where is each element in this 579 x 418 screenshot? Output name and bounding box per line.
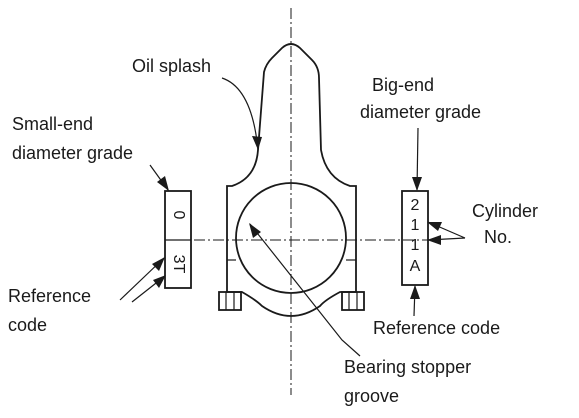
label-cylinder-line2: No.	[484, 227, 512, 247]
label-big-end-line2: diameter grade	[360, 102, 481, 122]
small-end-reference-code: 3T	[170, 255, 187, 274]
label-bearing-line2: groove	[344, 386, 399, 406]
left-bolt-nut	[218, 291, 242, 311]
arrow-oil-splash	[252, 136, 262, 150]
big-end-bore	[235, 182, 347, 294]
arrow-reference-left-2	[153, 275, 166, 288]
label-small-end-line2: diameter grade	[12, 143, 133, 163]
arrow-big-end	[412, 177, 422, 191]
big-end-char-4: A	[410, 258, 421, 275]
connecting-rod-outline	[226, 43, 357, 317]
big-end-marking-box: 2 1 1 A	[401, 190, 429, 286]
arrow-bearing-stopper	[249, 223, 261, 238]
label-reference-left-line2: code	[8, 315, 47, 335]
right-bolt-nut	[341, 291, 365, 311]
big-end-char-3: 1	[411, 237, 420, 254]
leader-bearing-stopper	[249, 223, 361, 357]
label-oil-splash: Oil splash	[132, 56, 211, 76]
arrow-small-end	[157, 176, 169, 191]
leader-oil-splash	[221, 77, 259, 151]
arrow-cylinder-2	[427, 235, 441, 245]
arrow-cylinder-1	[427, 222, 442, 231]
label-reference-left-line1: Reference	[8, 286, 91, 306]
label-big-end-line1: Big-end	[372, 75, 434, 95]
label-small-end-line1: Small-end	[12, 114, 93, 134]
small-end-marking-box: 0 3T	[164, 190, 192, 289]
label-cylinder-line1: Cylinder	[472, 201, 538, 221]
big-end-char-2: 1	[411, 217, 420, 234]
small-end-grade-value: 0	[170, 211, 187, 220]
arrow-reference-left-1	[152, 257, 165, 271]
big-end-char-1: 2	[411, 197, 420, 214]
label-bearing-line1: Bearing stopper	[344, 357, 471, 377]
arrow-reference-right	[410, 285, 420, 299]
label-reference-right: Reference code	[373, 318, 500, 338]
